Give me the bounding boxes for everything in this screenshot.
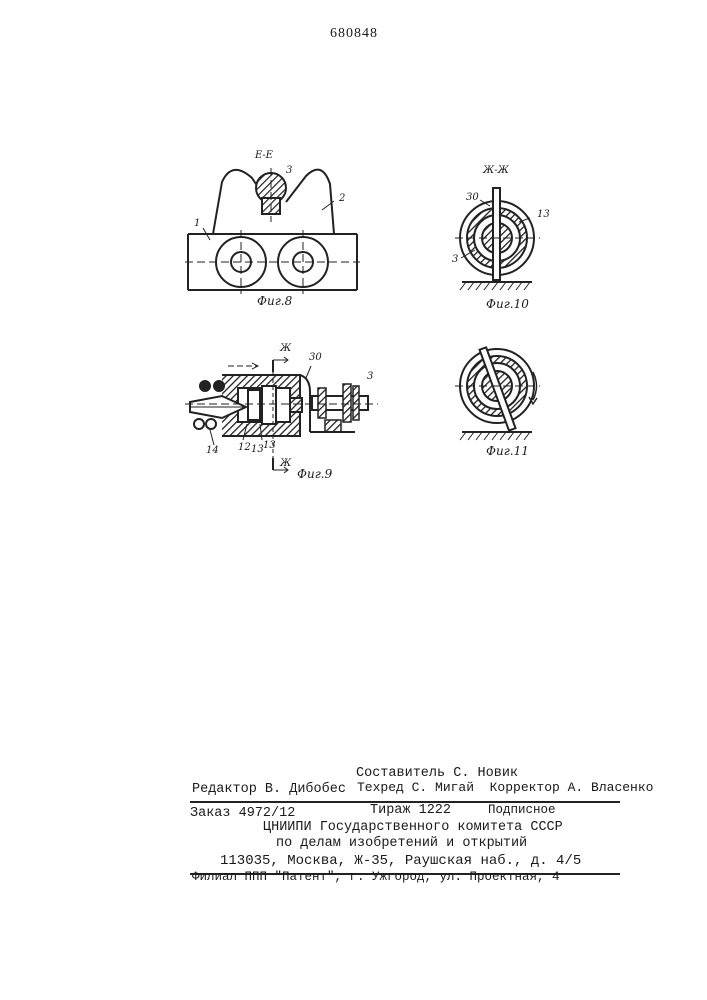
org-line-1: ЦНИИПИ Государственного комитета СССР	[263, 820, 563, 835]
order-line: Заказ 4972/12	[190, 806, 295, 821]
org-line-2: по делам изобретений и открытий	[276, 836, 527, 851]
branch-line: Филиал ППП "Патент", г. Ужгород, ул. Про…	[192, 870, 560, 884]
editor-line: Редактор В. Дибобес	[192, 782, 346, 797]
compiler-line: Составитель С. Новик	[356, 766, 518, 781]
fig11-caption: Фиг.11	[486, 444, 529, 458]
subscription-line: Подписное	[488, 803, 556, 817]
address-line: 113035, Москва, Ж-35, Раушская наб., д. …	[220, 853, 581, 869]
techred-corrector-line: Техред С. Мигай Корректор А. Власенко	[357, 780, 653, 795]
circulation-line: Тираж 1222	[370, 803, 451, 818]
